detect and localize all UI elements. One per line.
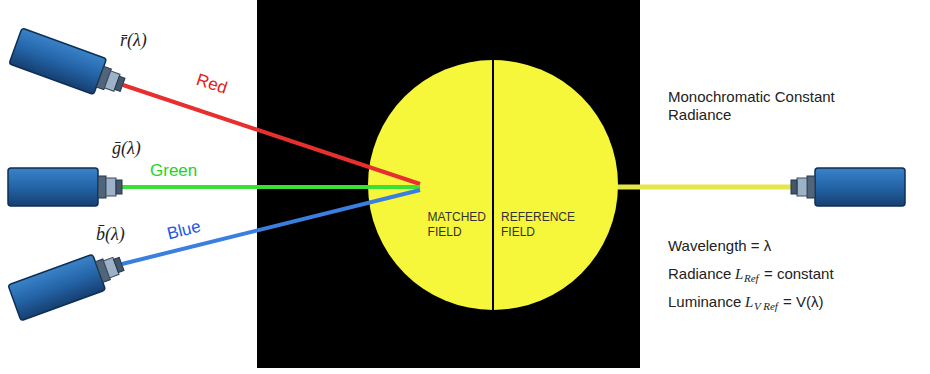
matched-field: MATCHED FIELD bbox=[426, 208, 488, 242]
beam-label: Green bbox=[150, 161, 197, 181]
field-label: REFERENCE FIELD bbox=[501, 210, 575, 240]
function-label: b̄(λ) bbox=[96, 224, 125, 246]
source-title: Monochromatic Constant Radiance bbox=[668, 88, 853, 124]
subscript: Ref bbox=[744, 272, 759, 285]
blue-projector bbox=[8, 246, 128, 321]
red-beam bbox=[123, 85, 420, 184]
function-label: r̄(λ) bbox=[120, 30, 147, 52]
source-property: Luminance bbox=[668, 293, 741, 311]
reference-projector bbox=[791, 168, 905, 206]
subscript: V Ref bbox=[754, 300, 778, 313]
red-projector bbox=[9, 28, 129, 103]
source-property: Radiance bbox=[668, 265, 731, 283]
green-beam bbox=[122, 185, 420, 189]
symbol: L bbox=[745, 293, 753, 311]
beam-label: Red bbox=[194, 70, 230, 99]
symbol: L bbox=[735, 265, 743, 283]
yellow-beam bbox=[610, 185, 792, 190]
field-label: MATCHED FIELD bbox=[428, 210, 486, 240]
blue-beam bbox=[122, 190, 420, 264]
source-property: = V(λ) bbox=[783, 293, 823, 311]
source-property: = constant bbox=[764, 265, 834, 283]
source-property: Wavelength = λ bbox=[668, 237, 771, 255]
function-label: ḡ(λ) bbox=[112, 138, 141, 160]
reference-field: REFERENCE FIELD bbox=[499, 208, 577, 242]
field-divider bbox=[492, 60, 494, 310]
green-projector bbox=[8, 168, 122, 206]
black-screen bbox=[257, 0, 640, 368]
beam-label: Blue bbox=[165, 217, 203, 245]
